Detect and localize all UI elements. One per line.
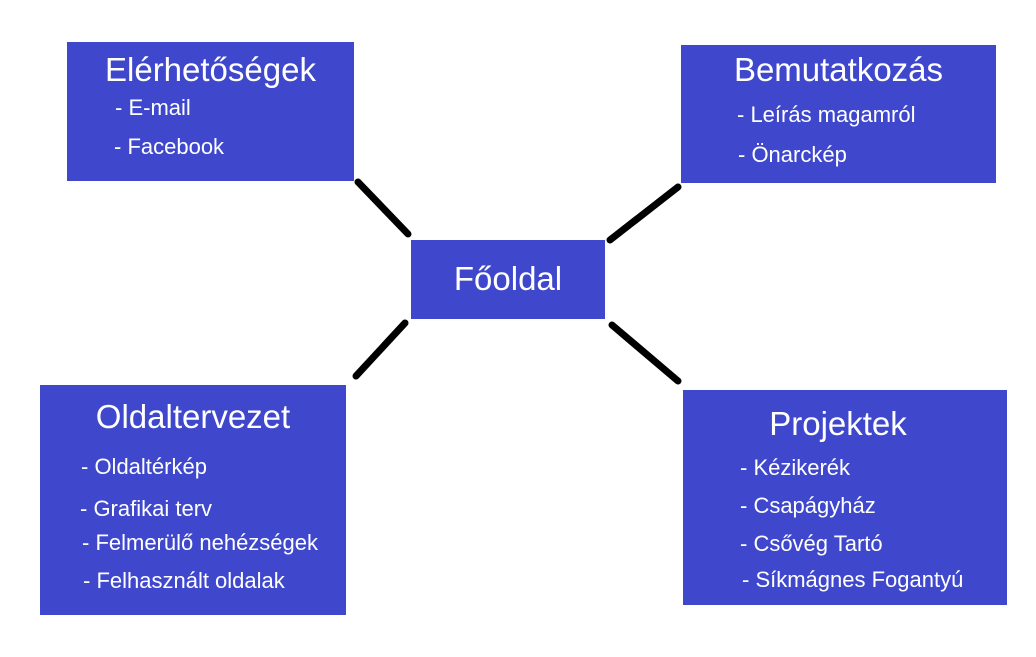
connector-projects xyxy=(608,321,682,385)
contacts-item-facebook[interactable]: - Facebook xyxy=(114,134,225,159)
intro-item-about-me[interactable]: - Leírás magamról xyxy=(737,102,916,127)
projects-item-bearing-housing[interactable]: - Csapágyház xyxy=(740,493,876,518)
planner-item-graphic-design[interactable]: - Grafikai terv xyxy=(80,496,213,521)
planner-title: Oldaltervezet xyxy=(95,398,291,435)
connector-contacts xyxy=(354,178,412,238)
planner-item-sitemap[interactable]: - Oldaltérkép xyxy=(81,454,207,479)
home-title: Főoldal xyxy=(453,260,563,297)
intro-box[interactable]: Bemutatkozás - Leírás magamról - Önarcké… xyxy=(681,45,996,183)
projects-box[interactable]: Projektek - Kézikerék - Csapágyház - Cső… xyxy=(683,390,1007,605)
projects-item-pipe-end-holder[interactable]: - Csővég Tartó xyxy=(740,531,883,556)
intro-item-self-portrait[interactable]: - Önarckép xyxy=(738,142,847,167)
intro-title: Bemutatkozás xyxy=(733,51,944,88)
planner-item-used-sites[interactable]: - Felhasznált oldalak xyxy=(83,568,285,593)
projects-item-handwheel[interactable]: - Kézikerék xyxy=(740,455,851,480)
projects-title: Projektek xyxy=(769,405,907,442)
connector-planner xyxy=(352,319,409,380)
planner-item-challenges[interactable]: - Felmerülő nehézségek xyxy=(82,530,319,555)
contacts-item-email[interactable]: - E-mail xyxy=(115,95,191,120)
connector-intro xyxy=(606,183,682,244)
contacts-title: Elérhetőségek xyxy=(105,51,316,88)
planner-box[interactable]: Oldaltervezet - Oldaltérkép - Grafikai t… xyxy=(40,385,346,615)
contacts-box[interactable]: Elérhetőségek - E-mail - Facebook xyxy=(67,42,354,181)
home-box[interactable]: Főoldal xyxy=(411,240,605,319)
projects-item-flat-magnet-handle[interactable]: - Síkmágnes Fogantyú xyxy=(742,567,964,592)
